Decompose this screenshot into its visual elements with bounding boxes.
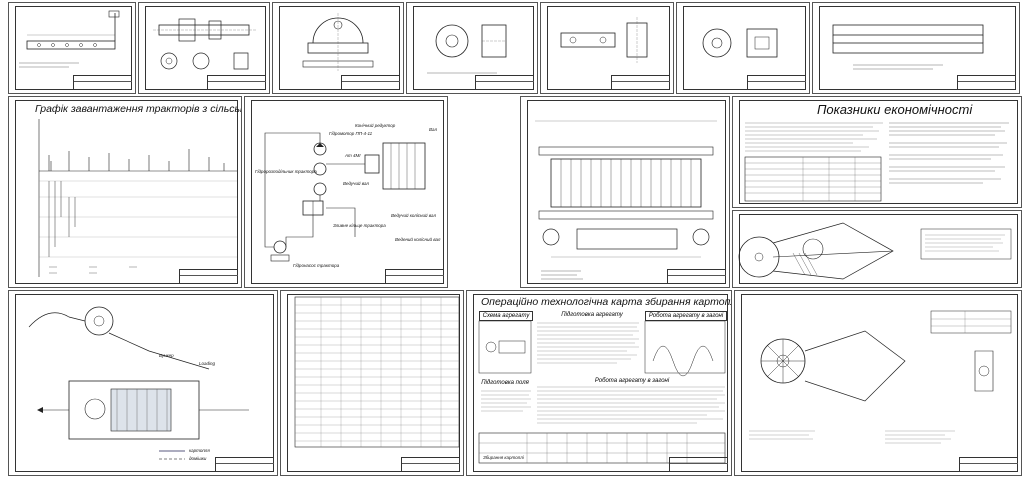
- drawing-frame: [473, 294, 728, 472]
- label-bunker: Бункер: [159, 353, 174, 358]
- detail-drawing-shaft: [153, 18, 257, 70]
- tech-map-content: [478, 320, 726, 464]
- label-bat: Ат 4МІ: [345, 153, 361, 158]
- drawing-frame: [145, 6, 266, 90]
- table-label-harvesting: Збирання картоплі: [483, 455, 524, 460]
- drawing-frame: [819, 6, 1016, 90]
- sheet-detail-3: [272, 2, 404, 94]
- title-block: [747, 75, 806, 90]
- label-shaft: Вал: [429, 127, 437, 132]
- title-block: [385, 269, 444, 284]
- detail-drawing-gear: [427, 24, 507, 74]
- sheet-separator-assembly: [520, 96, 730, 288]
- rotor-assembly-drawing: [749, 310, 1012, 444]
- sheet-hydraulic-scheme: Гідромотор ПП-4-11 Гідророзподільник тра…: [244, 96, 448, 288]
- label-drive-shaft-2: Ведучий колісний вал: [391, 213, 437, 218]
- label-drive-shaft: Ведучий вал: [343, 181, 369, 186]
- chart-title: Графік завантаження тракторів з сільсько…: [35, 103, 241, 115]
- title-block: [475, 75, 534, 90]
- sheet-rotor-drawing: [734, 290, 1022, 476]
- detail-drawing-hub: [702, 28, 778, 58]
- label-filter: Зливне кільце трактора: [333, 223, 386, 228]
- tech-map-title: Операційно технологічна карта збирання к…: [481, 296, 732, 308]
- label-pump: Гідронасос трактора: [293, 263, 340, 268]
- title-block: [611, 75, 670, 90]
- legend-waste: домішки: [189, 456, 207, 461]
- drawing-frame: [251, 100, 444, 284]
- drawing-frame: [739, 100, 1018, 204]
- detail-drawing-bracket: [302, 13, 374, 71]
- label-loading: Loading: [199, 361, 216, 366]
- sheet-tech-map: Операційно технологічна карта збирання к…: [466, 290, 732, 476]
- title-block: [341, 75, 400, 90]
- sheet-detail-7: [812, 2, 1020, 94]
- title-block: [667, 269, 726, 284]
- box-preparation: Підготовка агрегату: [561, 312, 623, 318]
- sheet-detail-5: [540, 2, 674, 94]
- sheet-specification: [280, 290, 464, 476]
- box-work-2: Робота агрегату в загоні: [594, 378, 670, 384]
- sheet-detail-6: [676, 2, 810, 94]
- sheet-detail-2: [138, 2, 270, 94]
- hydraulic-circuit: [264, 132, 426, 262]
- specification-table: [294, 296, 460, 448]
- separator-assembly-drawing: [535, 120, 717, 280]
- drawing-frame: [15, 294, 274, 472]
- drawing-frame: [527, 100, 726, 284]
- tractor-load-grid: [38, 119, 237, 277]
- economics-text-and-table: [744, 122, 1009, 202]
- box-work: Робота агрегату в загоні: [645, 311, 727, 321]
- sheet-economics: Показники економічності: [732, 96, 1022, 208]
- detail-drawing-frame-beam: [832, 24, 984, 70]
- drawing-frame: [683, 6, 806, 90]
- drawing-frame: [279, 6, 400, 90]
- sheet-detail-1: [8, 2, 136, 94]
- title-block: [957, 75, 1016, 90]
- label-distributor: Гідророзподільник трактора: [255, 169, 317, 174]
- label-reducer: Конічний редуктор: [355, 123, 396, 128]
- drawing-frame: [15, 100, 238, 284]
- drawing-frame: [741, 294, 1018, 472]
- digger-side-drawing: [738, 222, 1012, 280]
- sheet-tractor-load-chart: Графік завантаження тракторів з сільсько…: [8, 96, 242, 288]
- box-scheme: Схема агрегату: [479, 311, 533, 321]
- drawing-frame: [287, 294, 460, 472]
- title-block: [207, 75, 266, 90]
- label-hydromotor: Гідромотор ПП-4-11: [329, 131, 373, 136]
- title-block: [959, 457, 1018, 472]
- box-field: Підготовка поля: [481, 380, 529, 386]
- drawing-frame: [739, 214, 1018, 284]
- title-block: [215, 457, 274, 472]
- economics-title: Показники економічності: [817, 102, 973, 117]
- drawing-frame: [413, 6, 534, 90]
- label-driven-shaft: Ведений колісний вал: [395, 237, 441, 242]
- title-block: [73, 75, 132, 90]
- title-block: [669, 457, 728, 472]
- detail-drawing-bar: [19, 10, 120, 68]
- sheet-detail-4: [406, 2, 538, 94]
- legend-potato: картопля: [189, 448, 210, 453]
- detail-drawing-plate: [560, 17, 648, 63]
- sheet-digger-side-view: [732, 210, 1022, 288]
- drawing-frame: [547, 6, 670, 90]
- sheet-layout-scheme: Бункер Loading картопля домішки: [8, 290, 278, 476]
- title-block: [401, 457, 460, 472]
- harvester-layout-drawing: [28, 306, 249, 460]
- title-block: [179, 269, 238, 284]
